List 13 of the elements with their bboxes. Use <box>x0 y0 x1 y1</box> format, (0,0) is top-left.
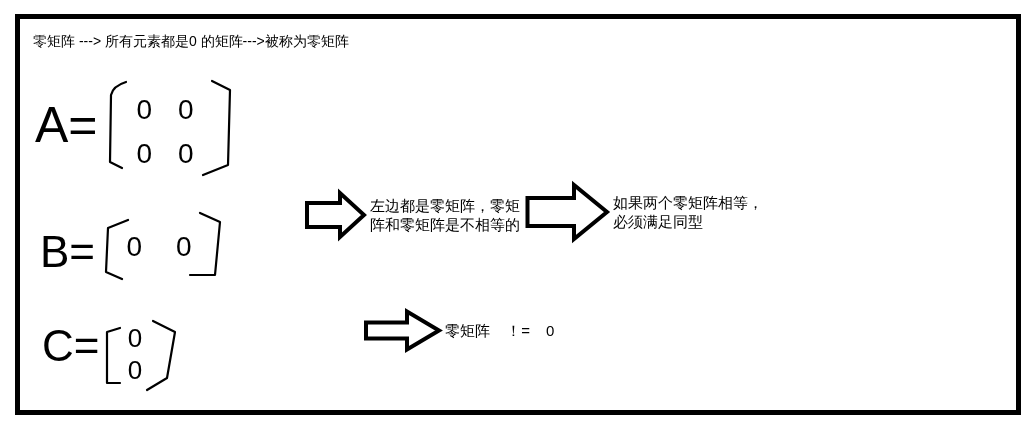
block-arrow <box>525 180 611 244</box>
matrix: 0 0 <box>103 318 181 394</box>
note-text: 如果两个零矩阵相等，必须满足同型 <box>613 193 765 231</box>
note-text: 零矩阵 ！= 0 <box>445 321 555 340</box>
block-arrow <box>305 188 367 242</box>
matrix-name: C= <box>42 324 100 368</box>
matrix-name: A= <box>35 100 98 150</box>
note-text: 左边都是零矩阵，零矩阵和零矩阵是不相等的 <box>370 196 522 234</box>
block-arrow <box>364 308 443 353</box>
matrix: 0 0 0 0 <box>105 78 235 178</box>
matrix: 0 0 <box>103 210 223 282</box>
matrix-name: B= <box>40 230 96 274</box>
title: 零矩阵 ---> 所有元素都是0 的矩阵--->被称为零矩阵 <box>33 32 349 51</box>
